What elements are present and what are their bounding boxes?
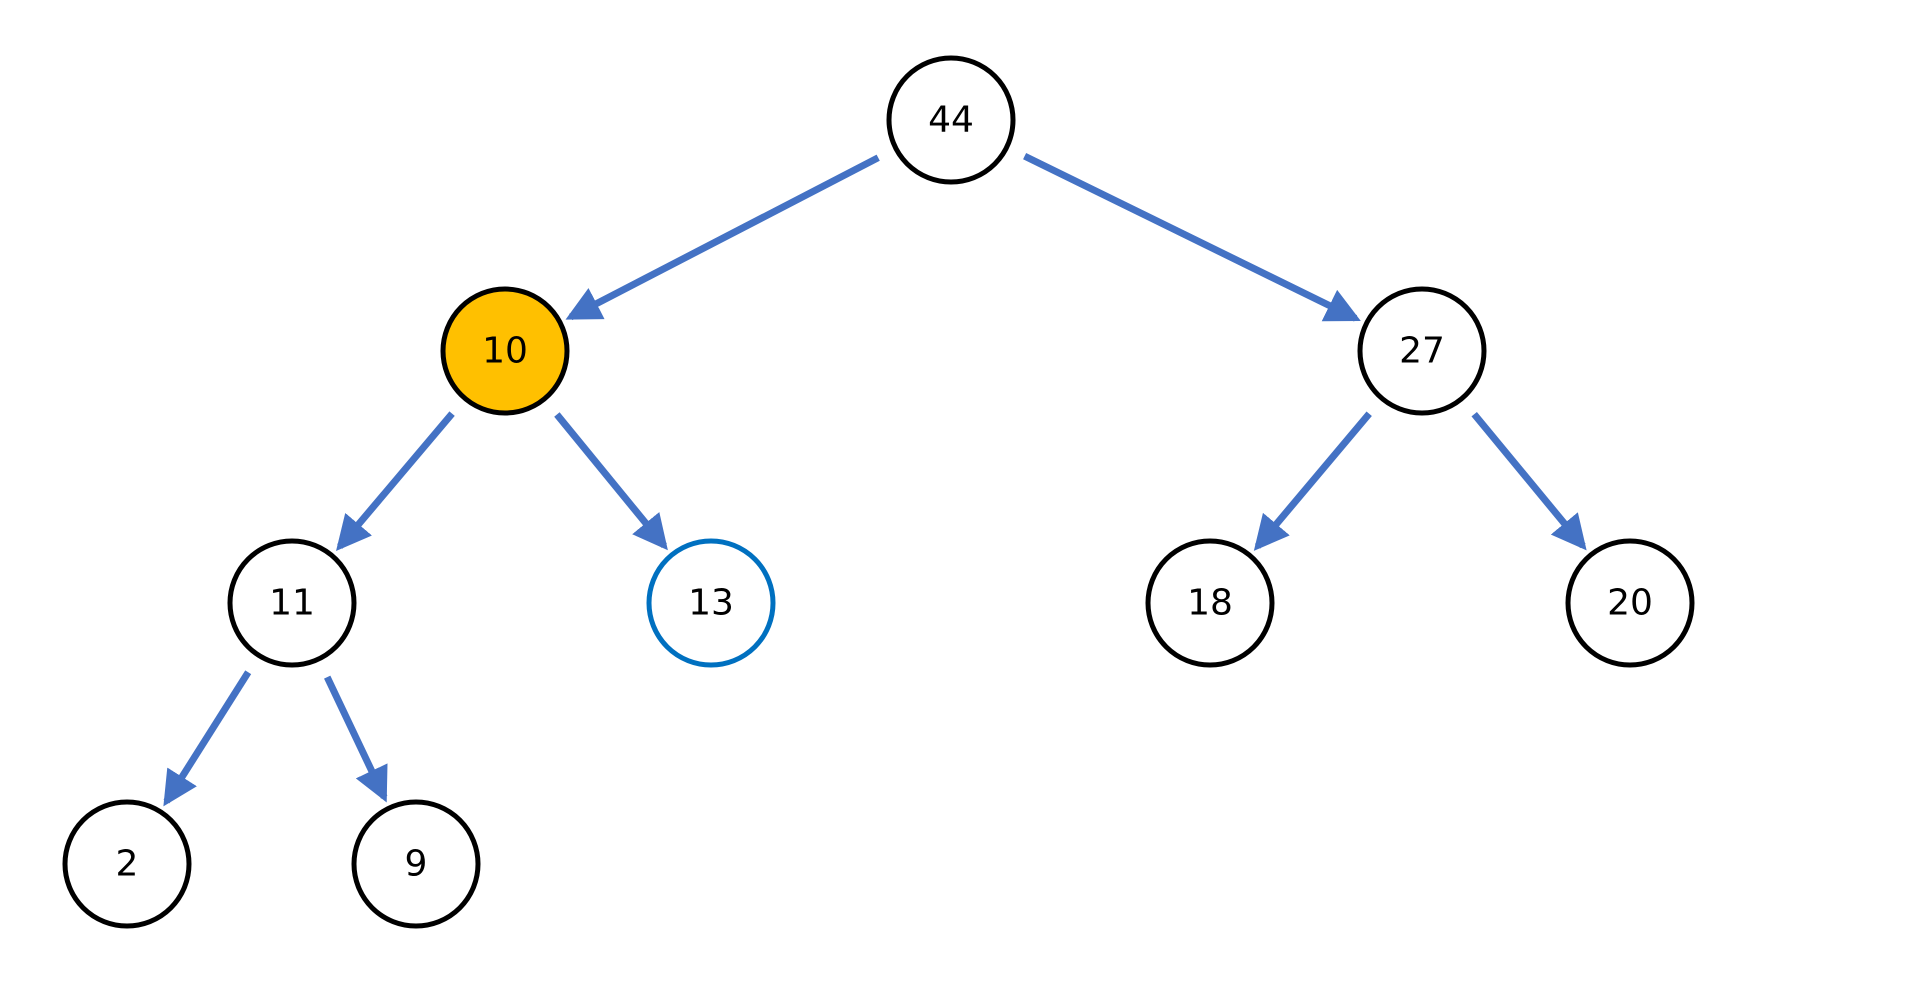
edge-10-to-11: [336, 411, 455, 551]
node-circle: [440, 286, 570, 416]
node-label: 27: [1399, 331, 1445, 372]
node-label: 20: [1607, 583, 1653, 624]
node-circle: [886, 55, 1016, 185]
node-label: 9: [405, 844, 428, 885]
edges-layer: [163, 152, 1587, 807]
node-circle: [227, 538, 357, 668]
node-label: 11: [269, 583, 315, 624]
node-label: 18: [1187, 583, 1233, 624]
tree-node-27: 27: [1357, 286, 1487, 416]
edge-11-to-2: [163, 670, 252, 807]
tree-node-11: 11: [227, 538, 357, 668]
node-label: 13: [688, 583, 734, 624]
tree-node-9: 9: [351, 799, 481, 929]
edge-44-to-10: [565, 154, 880, 321]
edge-27-to-20: [1471, 411, 1587, 551]
edge-11-to-9: [324, 675, 388, 803]
node-circle: [1565, 538, 1695, 668]
tree-node-2: 2: [62, 799, 192, 929]
node-circle: [351, 799, 481, 929]
node-label: 10: [482, 331, 528, 372]
edge-10-to-13: [554, 412, 668, 551]
edge-27-to-18: [1253, 411, 1372, 551]
node-circle: [62, 799, 192, 929]
node-label: 44: [928, 100, 974, 141]
tree-node-20: 20: [1565, 538, 1695, 668]
tree-node-13: 13: [646, 538, 776, 668]
tree-node-18: 18: [1145, 538, 1275, 668]
node-circle: [1145, 538, 1275, 668]
node-circle: [646, 538, 776, 668]
node-label: 2: [116, 844, 139, 885]
tree-node-44: 44: [886, 55, 1016, 185]
edge-44-to-27: [1023, 152, 1361, 322]
nodes-layer: 44 10 27 11 13 18 20 2 9: [62, 55, 1695, 929]
tree-node-10: 10: [440, 286, 570, 416]
node-circle: [1357, 286, 1487, 416]
